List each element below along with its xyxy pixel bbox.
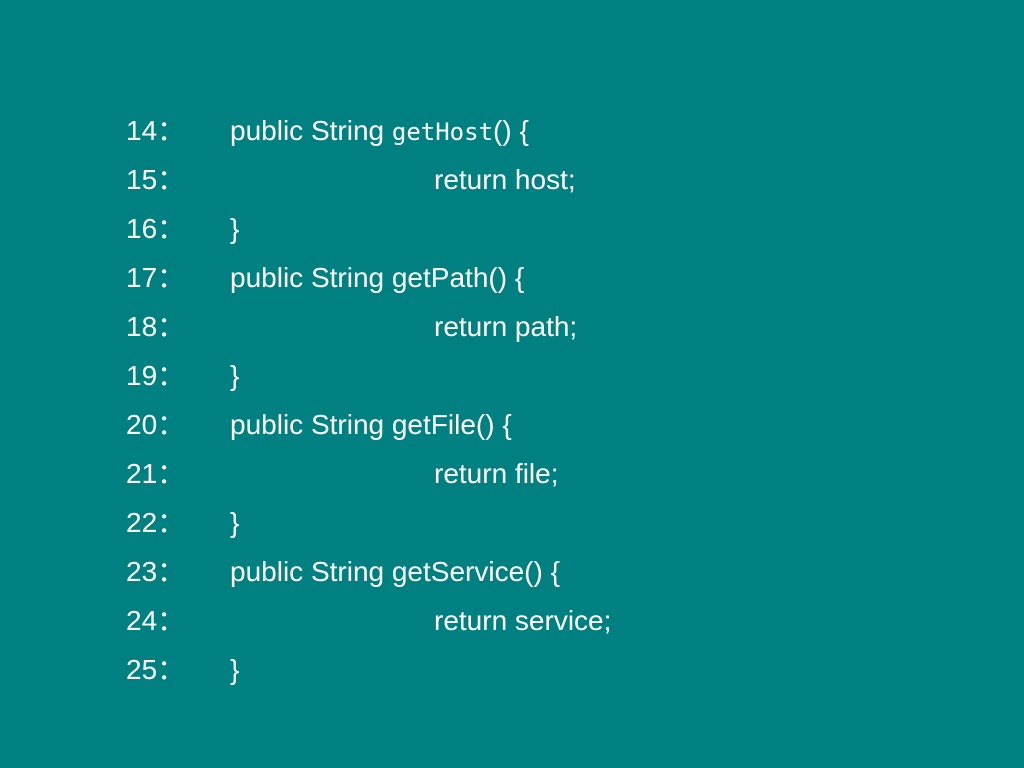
- code-text: return service;: [434, 605, 612, 636]
- code-line: 17： public String getPath() {: [126, 253, 986, 302]
- line-number: 22：: [126, 507, 186, 538]
- code-text: }: [230, 507, 240, 538]
- line-number: 20：: [126, 409, 186, 440]
- code-line: 25： }: [126, 645, 986, 694]
- line-number: 23：: [126, 556, 186, 587]
- method-name: getHost: [391, 118, 494, 146]
- code-text: public String getService() {: [230, 556, 560, 587]
- code-line: 18： return path;: [126, 302, 986, 351]
- line-number: 21：: [126, 458, 186, 489]
- code-line: 21： return file;: [126, 449, 986, 498]
- line-number: 24：: [126, 605, 186, 636]
- code-line: 20： public String getFile() {: [126, 400, 986, 449]
- code-line: 16： }: [126, 204, 986, 253]
- code-punctuation-segment: () {: [493, 115, 529, 146]
- line-number: 15：: [126, 164, 186, 195]
- code-text: }: [230, 654, 240, 685]
- code-text: return path;: [434, 311, 578, 342]
- code-text: public String getFile() {: [230, 409, 512, 440]
- line-number: 25：: [126, 654, 186, 685]
- code-text: }: [230, 360, 240, 391]
- line-number: 17：: [126, 262, 186, 293]
- code-text: public String getHost() {: [230, 106, 529, 157]
- code-listing: 14： public String getHost() { 15： return…: [126, 106, 986, 694]
- code-text: }: [230, 213, 240, 244]
- line-number: 19：: [126, 360, 186, 391]
- code-text: public String getPath() {: [230, 262, 525, 293]
- code-line: 15： return host;: [126, 155, 986, 204]
- line-number: 14：: [126, 115, 186, 146]
- code-line: 19： }: [126, 351, 986, 400]
- code-text: return host;: [434, 164, 576, 195]
- code-text: return file;: [434, 458, 559, 489]
- line-number: 16：: [126, 213, 186, 244]
- code-line: 22： }: [126, 498, 986, 547]
- line-number: 18：: [126, 311, 186, 342]
- code-line: 14： public String getHost() {: [126, 106, 986, 155]
- code-line: 23： public String getService() {: [126, 547, 986, 596]
- code-line: 24： return service;: [126, 596, 986, 645]
- code-keyword-segment: public String: [230, 115, 392, 146]
